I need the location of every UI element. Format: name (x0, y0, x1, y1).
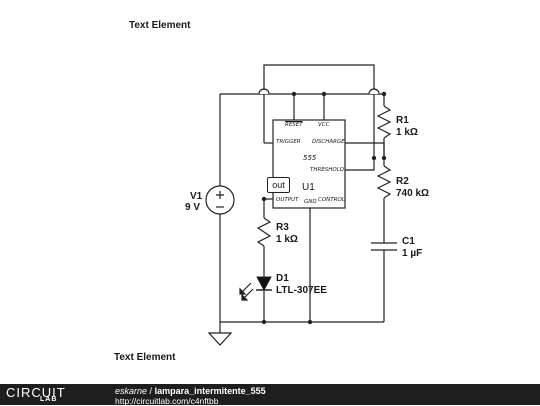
project-url[interactable]: http://circuitlab.com/c4nftbb (115, 396, 219, 406)
junction-dot (321, 91, 327, 97)
r1-value: 1 kΩ (396, 127, 418, 138)
c1-value: 1 µF (402, 248, 423, 259)
path-separator: / (149, 386, 153, 396)
ground-symbol (207, 322, 233, 346)
text-element-bottom: Text Element (114, 352, 176, 363)
resistor-r3 (256, 217, 272, 247)
junction-dot (291, 91, 297, 97)
wire-hop (368, 88, 380, 95)
r2-ref: R2 (396, 176, 409, 187)
junction-dot (371, 155, 377, 161)
junction-dot (261, 196, 267, 202)
circuitlab-logo[interactable]: CIRCUIT (6, 385, 66, 400)
resistor-r2 (376, 165, 392, 199)
junction-dot (261, 319, 267, 325)
plus-icon (216, 191, 224, 199)
d1-ref: D1 (276, 273, 289, 284)
pin-label-gnd: GND (304, 199, 317, 205)
wire-hop (258, 88, 270, 95)
author-link[interactable]: eskarne (115, 386, 148, 396)
wire-top-loop (263, 64, 375, 158)
pin-label-reset: RESET (285, 122, 303, 128)
wire-output (263, 198, 273, 218)
footer-bar (0, 384, 540, 405)
light-emission-icon (239, 282, 254, 301)
wire-threshold (345, 158, 375, 171)
r3-ref: R3 (276, 222, 289, 233)
circuitlab-logo-sub: LAB (40, 396, 58, 403)
c1-ref: C1 (402, 236, 415, 247)
pin-label-discharge: DISCHARGE (312, 139, 345, 145)
output-probe[interactable]: out (267, 177, 290, 193)
pin-label-output: OUTPUT (276, 197, 299, 203)
resistor-r1 (376, 105, 392, 139)
v1-value: 9 V (185, 202, 201, 213)
led-d1-triangle (256, 276, 272, 292)
author-line: eskarne / lampara_intermitente_555 (115, 386, 266, 396)
pin-label-threshold: THRESHOLD (310, 167, 345, 173)
voltage-source-v1 (205, 185, 235, 215)
wire-discharge (345, 142, 385, 158)
pin-label-control: CONTROL (318, 197, 345, 203)
text-element-top: Text Element (129, 20, 191, 31)
v1-ref: V1 (190, 191, 203, 202)
d1-value: LTL-307EE (276, 285, 327, 296)
project-name[interactable]: lampara_intermitente_555 (154, 386, 266, 396)
junction-dot (381, 91, 387, 97)
ic-ref-u1: U1 (302, 182, 315, 193)
pin-label-trigger: TRIGGER (276, 139, 301, 145)
ic-555-body (272, 119, 346, 209)
ic-name: 555 (303, 154, 317, 162)
r2-value: 740 kΩ (396, 188, 430, 199)
r3-value: 1 kΩ (276, 234, 298, 245)
pin-label-vcc: VCC (318, 122, 330, 128)
junction-dot (307, 319, 313, 325)
junction-dot (381, 155, 387, 161)
r1-ref: R1 (396, 115, 409, 126)
